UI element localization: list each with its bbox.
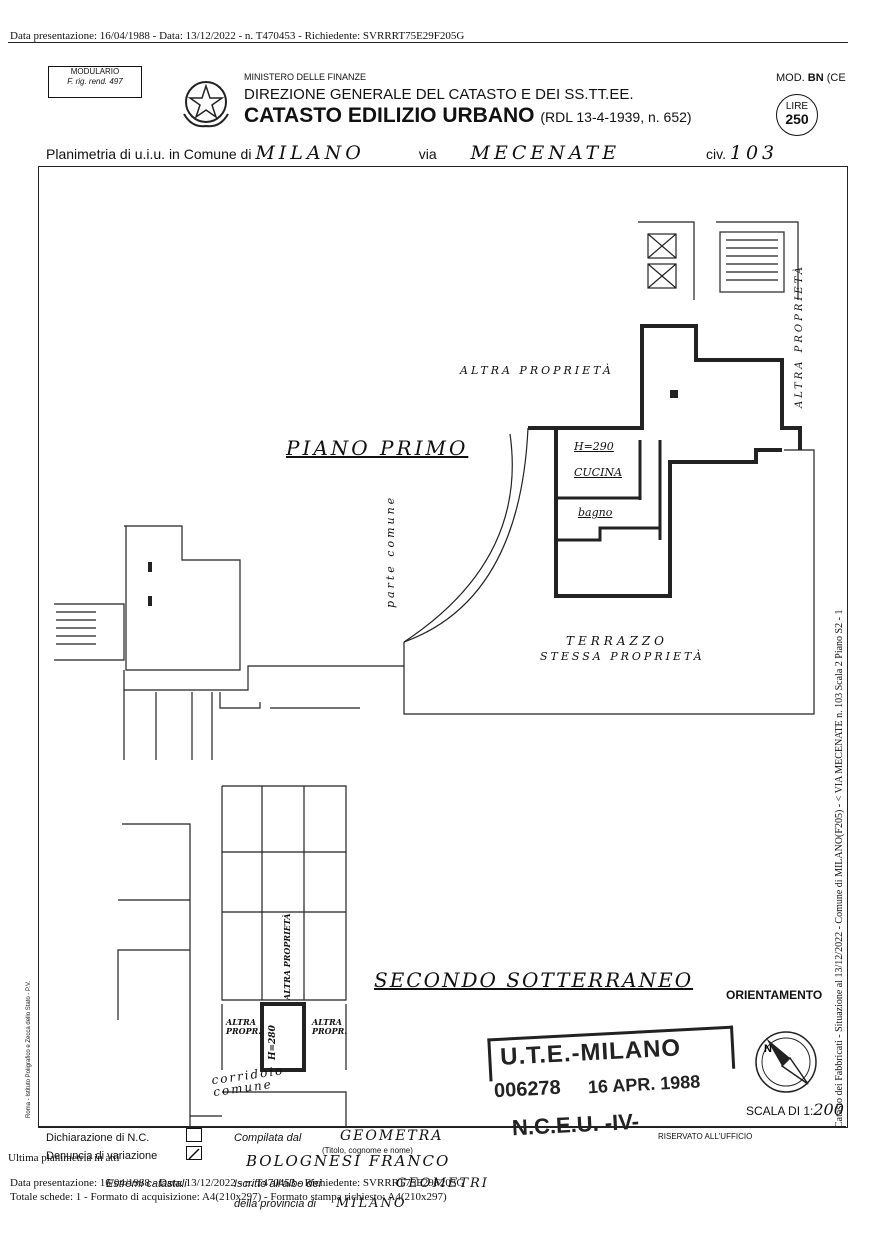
duct-marker (148, 596, 152, 606)
label-piano-primo: PIANO PRIMO (286, 436, 469, 460)
denuncia-label: Denuncia di variazione (46, 1150, 158, 1162)
overlay-format-line: Totale schede: 1 - Formato di acquisizio… (10, 1191, 447, 1203)
label-parte-comune: parte comune (384, 494, 397, 608)
label-secondo-sotterraneo: SECONDO SOTTERRANEO (374, 968, 694, 992)
geometra-value: GEOMETRA (340, 1128, 444, 1144)
scala-value: 200 (813, 1100, 844, 1119)
label-terrazzo: TERRAZZO (566, 634, 669, 648)
civ-label: civ. (706, 146, 726, 162)
label-stessa-proprieta: STESSA PROPRIETÀ (540, 650, 705, 663)
catasto-name: CATASTO EDILIZIO URBANO (244, 104, 535, 127)
ute-milano-stamp: U.T.E.-MILANO 006278 16 APR. 1988 N.C.E.… (483, 1025, 742, 1148)
modulario-sub: F. rig. rend. 497 (67, 77, 123, 86)
compass-north-icon: N (755, 1031, 817, 1093)
label-altra-proprieta-vertical: ALTRA PROPRIETÀ (794, 264, 805, 408)
dichiarazione-label: Dichiarazione di N.C. (46, 1132, 150, 1144)
ministry-label: MINISTERO DELLE FINANZE (244, 72, 367, 82)
comune-value: MILANO (255, 142, 365, 164)
modulario-title: MODULARIO (70, 67, 120, 76)
label-height-290: H=290 (574, 440, 614, 453)
direzione-label: DIREZIONE GENERALE DEL CATASTO E DEI SS.… (244, 86, 634, 103)
header-request-line: Data presentazione: 16/04/1988 - Data: 1… (10, 30, 465, 42)
stamp-number: 006278 (493, 1076, 562, 1103)
mod-prefix: MOD. (776, 72, 805, 84)
provincia-value: MILANO (336, 1196, 407, 1211)
label-altra-propr-right: ALTRA PROPR. (312, 1017, 348, 1036)
plan-frame (38, 166, 848, 1128)
compilata-label: Compilata dal (234, 1132, 302, 1144)
via-value: MECENATE (470, 142, 621, 164)
provincia-label: della provincia di (234, 1198, 316, 1210)
planimetria-line: Planimetria di u.i.u. in Comune di MILAN… (46, 142, 778, 164)
republic-emblem-icon (183, 81, 229, 128)
stamp-line3: N.C.E.U. -IV- (511, 1108, 640, 1141)
overlay-estremi: Estremi catastali (106, 1178, 187, 1190)
scala-label: SCALA DI 1:200 (746, 1100, 844, 1119)
overlay-ultima: Ultima planimetria in atti (8, 1152, 120, 1164)
via-label: via (418, 146, 437, 162)
iscritto-label: Iscritto all'albo dei (234, 1178, 322, 1190)
plan-lines (54, 221, 815, 1126)
duct-marker (148, 562, 152, 572)
catasto-law: (RDL 13-4-1939, n. 652) (540, 109, 692, 125)
dichiarazione-checkbox[interactable] (186, 1128, 202, 1142)
column-marker (670, 390, 678, 398)
riservato-label: RISERVATO ALL'UFFICIO (658, 1132, 753, 1141)
label-altra-proprieta-small: ALTRA PROPRIETÀ (282, 913, 292, 1000)
catasto-title: CATASTO EDILIZIO URBANO (RDL 13-4-1939, … (244, 104, 692, 128)
denuncia-checkbox[interactable] (186, 1146, 202, 1160)
overlay-request-line: Data presentazione: 16/04/1988 - Data: 1… (10, 1177, 465, 1189)
albo-value: GEOMETRI (396, 1176, 489, 1191)
left-margin-text: Roma - Istituto Poligrafico e Zecca dell… (26, 980, 32, 1118)
label-height-280: H=280 (268, 1025, 278, 1060)
modulario-box: MODULARIO F. rig. rend. 497 (48, 66, 142, 98)
label-altra-proprieta: ALTRA PROPRIETÀ (460, 364, 614, 377)
footer-rule (38, 1126, 846, 1127)
planimetria-prefix: Planimetria di u.i.u. in Comune di (46, 146, 252, 162)
header-rule (8, 42, 848, 43)
mod-bold: BN (807, 72, 824, 84)
civ-value: 103 (729, 142, 779, 164)
stamp-date: 16 APR. 1988 (587, 1071, 701, 1098)
mod-bn-label: MOD. BN (CE (776, 72, 846, 84)
titolo-hint: (Titolo, cognome e nome) (322, 1146, 413, 1155)
right-margin-text: Catasto dei Fabbricati - Situazione al 1… (834, 609, 845, 1128)
label-cucina: CUCINA (574, 466, 623, 479)
orientamento-label: ORIENTAMENTO (726, 988, 823, 1002)
mod-suffix: (CE (826, 72, 846, 84)
checkmark-icon (188, 1148, 200, 1160)
surveyor-name: BOLOGNESI FRANCO (246, 1152, 451, 1170)
lire-value: 250 (785, 111, 809, 127)
lire-stamp: LIRE 250 (776, 94, 818, 136)
label-bagno: bagno (578, 506, 613, 519)
compass-n-label: N (764, 1043, 772, 1055)
label-altra-propr-left: ALTRA PROPR. (226, 1017, 262, 1036)
lire-label: LIRE (785, 101, 809, 112)
scala-prefix: SCALA DI 1: (746, 1104, 814, 1118)
